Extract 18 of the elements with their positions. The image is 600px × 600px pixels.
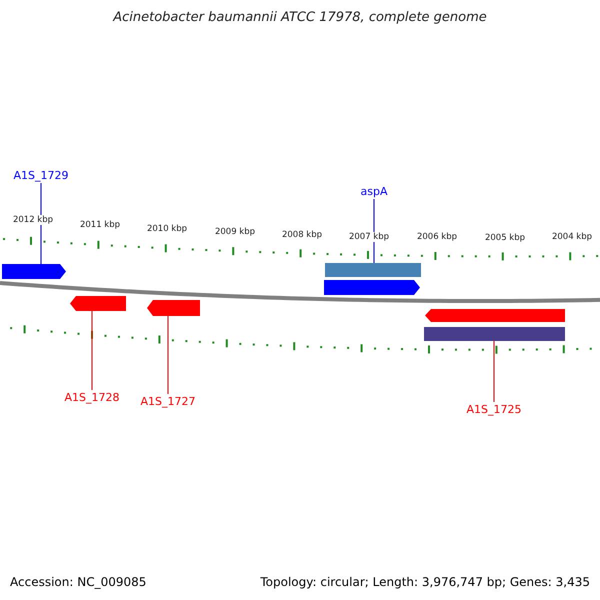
gene-label: A1S_1725 [466, 403, 522, 416]
gene-label: A1S_1727 [140, 395, 196, 408]
gene-label: A1S_1728 [64, 391, 120, 404]
scale-label: 2008 kbp [282, 230, 322, 240]
scale-label: 2011 kbp [80, 220, 120, 230]
scale-label: 2010 kbp [146, 224, 188, 234]
scale-label: 2006 kbp [416, 232, 458, 242]
chart-title: Acinetobacter baumannii ATCC 17978, complete genome [113, 10, 487, 25]
scale-label: 2012 kbp [12, 215, 54, 225]
accession-text: Accession: NC_009085 [10, 575, 146, 589]
scale-label: 2007 kbp [348, 232, 390, 242]
scale-label: 2004 kbp [552, 232, 592, 242]
genome-summary: Topology: circular; Length: 3,976,747 bp; Genes: 3,435 [260, 575, 590, 589]
scale-label: 2009 kbp [214, 227, 256, 237]
gene-label: aspA [360, 185, 388, 198]
leader-line [40, 182, 42, 264]
scale-label: 2005 kbp [484, 233, 526, 243]
gene-label: A1S_1729 [14, 169, 68, 182]
